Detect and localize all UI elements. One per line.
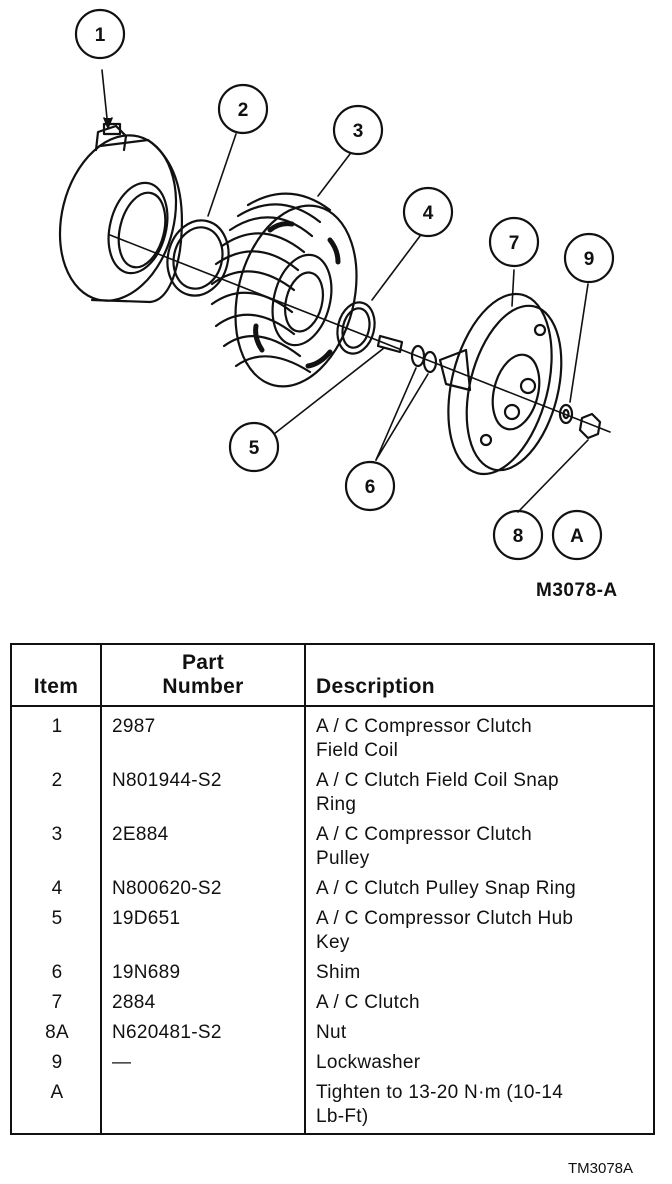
cell-description: Lockwasher [304,1048,655,1078]
pulley-snap-ring-part [336,301,376,355]
table-header-row: Item Part Number Description [10,643,655,707]
cell-description: A / C Clutch [304,988,655,1018]
clutch-hub-part [438,292,563,476]
callout-8 [492,509,544,561]
callout-label-3: 3 [353,121,364,142]
header-description: Description [304,643,655,707]
callout-7 [488,216,540,268]
lockwasher-part [558,403,574,425]
cell-part-number: N801944-S2 [100,766,306,820]
callout-4 [402,186,454,238]
cell-part-number: N620481-S2 [100,1018,306,1048]
cell-item: 2 [10,766,102,820]
cell-part-number [100,1078,306,1135]
callout-3 [332,104,384,156]
cell-part-number: 19D651 [100,904,306,958]
table-row: 9—Lockwasher [10,1048,655,1078]
callout-2 [217,83,269,135]
cell-item: 5 [10,904,102,958]
cell-item: 8A [10,1018,102,1048]
exploded-view-diagram: 1 2 3 4 5 6 7 8 9 A [58,8,615,561]
header-item: Item [10,643,102,707]
hub-key-part [376,334,404,354]
figure-code: M3078-A [536,580,618,601]
header-part-number: Part Number [100,643,306,707]
cell-description: Shim [304,958,655,988]
cell-description: A / C Clutch Pulley Snap Ring [304,874,655,904]
shim-part [410,344,438,374]
callout-label-8: 8 [513,526,524,547]
cell-part-number: N800620-S2 [100,874,306,904]
cell-item: 6 [10,958,102,988]
pulley-part [210,192,358,388]
cell-item: 7 [10,988,102,1018]
cell-item: 9 [10,1048,102,1078]
callout-A [551,509,603,561]
cell-description: Nut [304,1018,655,1048]
nut-part [578,412,602,440]
cell-part-number: 2987 [100,706,306,766]
callout-9 [563,232,615,284]
callout-label-1: 1 [95,25,106,46]
callout-label-9: 9 [584,249,595,270]
callout-label-7: 7 [509,233,520,254]
cell-part-number: — [100,1048,306,1078]
cell-part-number: 19N689 [100,958,306,988]
cell-item: 3 [10,820,102,874]
callout-label-4: 4 [423,203,434,224]
callout-5 [228,421,280,473]
callout-6 [344,460,396,512]
callout-label-2: 2 [238,100,249,121]
field-coil-part [58,122,183,304]
field-coil-snap-ring-part [166,219,230,297]
callout-1 [74,8,126,60]
cell-item: 4 [10,874,102,904]
cell-part-number: 2E884 [100,820,306,874]
cell-part-number: 2884 [100,988,306,1018]
callout-label-5: 5 [249,438,260,459]
cell-item: 1 [10,706,102,766]
cell-item: A [10,1078,102,1135]
tm-code: TM3078A [568,1160,634,1177]
callout-label-A: A [570,526,584,547]
callout-label-6: 6 [365,477,376,498]
